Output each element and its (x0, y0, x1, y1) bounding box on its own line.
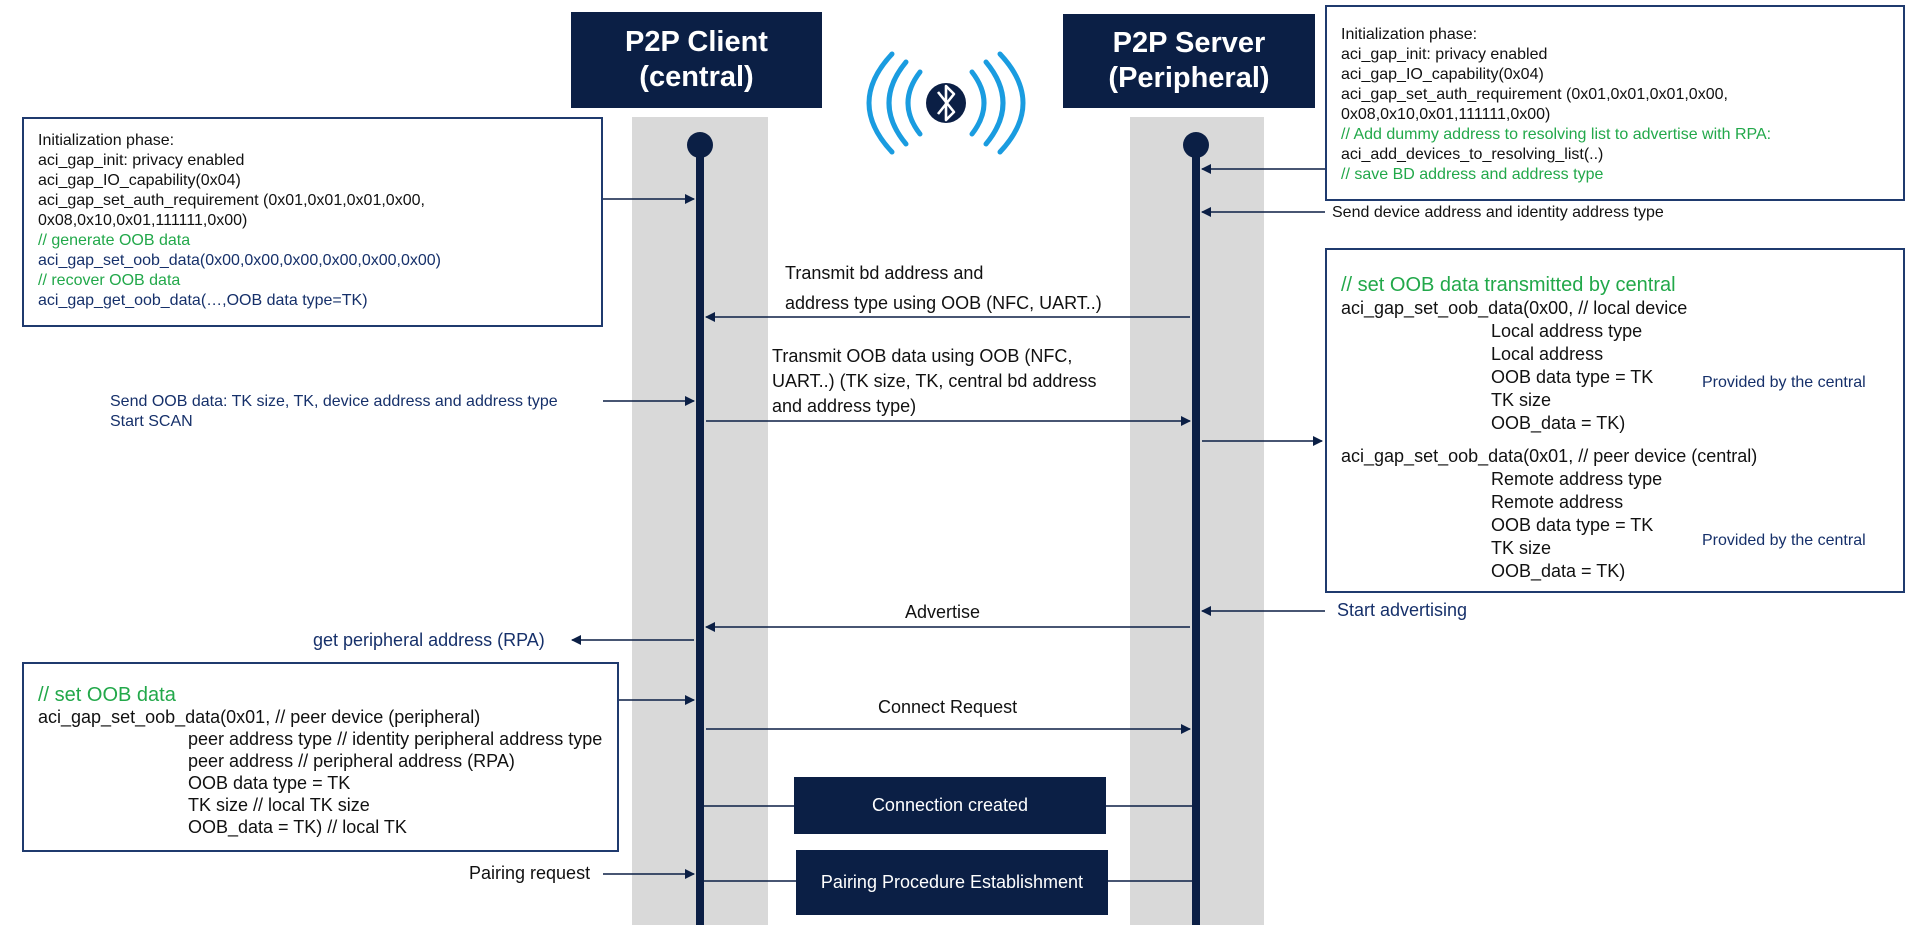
server-init-comment: // Add dummy address to resolving list t… (1341, 126, 1772, 143)
client-init-line: aci_gap_IO_capability(0x04) (38, 172, 241, 189)
client-oob-param: peer address // peripheral address (RPA) (188, 751, 515, 771)
client-init-comment: // generate OOB data (38, 232, 191, 249)
client-oob-param: OOB data type = TK (188, 773, 351, 793)
transmit-oob-label: Transmit OOB data using OOB (NFC, UART..… (772, 346, 1097, 416)
connection-created-box: Connection created (794, 777, 1106, 834)
client-init-comment: // recover OOB data (38, 272, 181, 289)
send-address-label: Send device address and identity address… (1332, 204, 1664, 221)
provided-by-central-1: Provided by the central (1702, 374, 1866, 391)
server-init-line: aci_gap_set_auth_requirement (0x01,0x01,… (1341, 86, 1728, 103)
client-init-line: aci_gap_init: privacy enabled (38, 152, 245, 169)
get-peripheral-address-label: get peripheral address (RPA) (313, 630, 545, 650)
start-advertising-label: Start advertising (1337, 600, 1468, 620)
client-init-box: Initialization phase: aci_gap_init: priv… (22, 117, 603, 327)
send-oob-label: Send OOB data: TK size, TK, device addre… (110, 393, 558, 430)
server-init-call: aci_add_devices_to_resolving_list(..) (1341, 146, 1604, 163)
advertise-label: Advertise (905, 602, 981, 622)
client-oob-param: TK size // local TK size (188, 795, 370, 815)
pairing-request-label: Pairing request (469, 863, 591, 883)
server-oob-param: TK size (1491, 538, 1552, 558)
provided-by-central-2: Provided by the central (1702, 532, 1866, 549)
server-oob-param: Local address (1491, 344, 1604, 364)
server-init-line: aci_gap_init: privacy enabled (1341, 46, 1548, 63)
client-init-call: aci_gap_get_oob_data(…,OOB data type=TK) (38, 292, 368, 309)
server-oob-param: Remote address (1491, 492, 1624, 512)
client-header: P2P Client (central) (571, 12, 822, 108)
transmit-bd-label: Transmit bd address and address type usi… (785, 263, 1102, 313)
client-init-call: aci_gap_set_oob_data(0x00,0x00,0x00,0x00… (38, 252, 441, 269)
server-init-line: aci_gap_IO_capability(0x04) (1341, 66, 1544, 83)
client-init-line: aci_gap_set_auth_requirement (0x01,0x01,… (38, 192, 425, 209)
server-oob-param: OOB data type = TK (1491, 367, 1654, 387)
client-lane (632, 117, 768, 925)
server-lane (1130, 117, 1264, 925)
server-oob-title: // set OOB data transmitted by central (1341, 274, 1676, 296)
server-init-box: Initialization phase: aci_gap_init: priv… (1325, 5, 1905, 201)
server-init-comment: // save BD address and address type (1341, 166, 1604, 183)
server-oob-box: // set OOB data transmitted by central a… (1325, 248, 1905, 593)
server-init-line: 0x08,0x10,0x01,111111,0x00) (1341, 106, 1551, 123)
server-oob-param: OOB_data = TK) (1491, 561, 1626, 581)
client-oob-param: peer address type // identity peripheral… (188, 729, 603, 749)
pairing-procedure-box: Pairing Procedure Establishment (796, 850, 1108, 915)
client-oob-box: // set OOB data aci_gap_set_oob_data(0x0… (22, 662, 619, 852)
server-oob-call: aci_gap_set_oob_data(0x01, // peer devic… (1341, 446, 1758, 466)
server-oob-call: aci_gap_set_oob_data(0x00, // local devi… (1341, 298, 1688, 318)
server-oob-param: OOB_data = TK) (1491, 413, 1626, 433)
server-oob-param: OOB data type = TK (1491, 515, 1654, 535)
client-oob-title: // set OOB data (38, 684, 176, 706)
server-oob-param: TK size (1491, 390, 1552, 410)
client-oob-param: OOB_data = TK) // local TK (188, 817, 407, 837)
client-init-title: Initialization phase: (38, 132, 175, 149)
server-init-title: Initialization phase: (1341, 26, 1478, 43)
connect-request-label: Connect Request (878, 697, 1018, 717)
server-oob-param: Local address type (1491, 321, 1643, 341)
server-header: P2P Server (Peripheral) (1063, 14, 1315, 108)
client-init-line: 0x08,0x10,0x01,111111,0x00) (38, 212, 248, 229)
server-oob-param: Remote address type (1491, 469, 1663, 489)
client-oob-call: aci_gap_set_oob_data(0x01, // peer devic… (38, 707, 481, 727)
